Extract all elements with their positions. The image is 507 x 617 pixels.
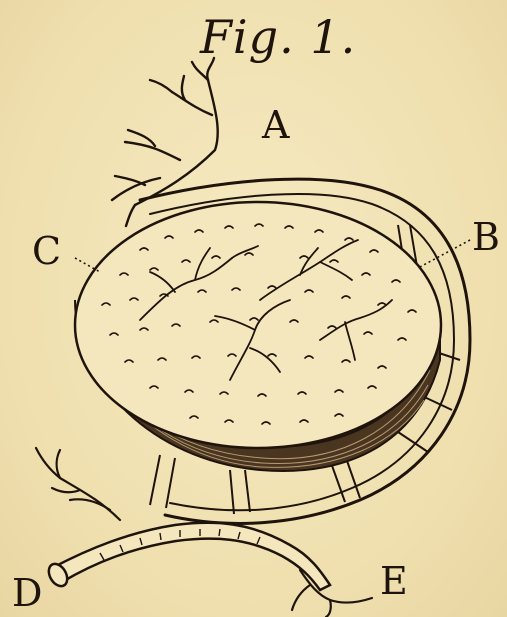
figure-title: Fig. 1. (200, 10, 356, 64)
label-a: A (262, 106, 289, 144)
label-b: B (472, 218, 500, 256)
label-d: D (12, 574, 42, 612)
label-e: E (380, 562, 408, 600)
upper-vessel-branches (112, 58, 218, 226)
lower-vessel (45, 523, 330, 590)
label-c: C (32, 232, 61, 270)
